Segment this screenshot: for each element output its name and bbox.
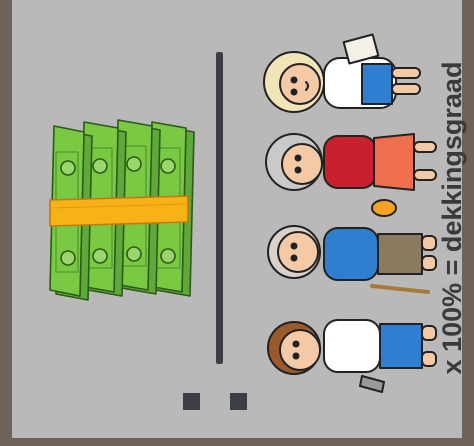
formula-caption: x 100% = dekkingsgraad	[437, 61, 467, 375]
person-man-tool	[267, 319, 437, 393]
person-woman-red	[265, 133, 437, 217]
person-woman-tablet	[263, 33, 421, 113]
money-stack-icon	[49, 119, 195, 301]
fraction-line	[216, 52, 223, 364]
pensioners-group-icon	[263, 33, 437, 393]
person-man-cane	[267, 225, 437, 294]
illustration-panel	[12, 0, 462, 438]
division-dot	[230, 393, 247, 410]
division-dot	[183, 393, 200, 410]
